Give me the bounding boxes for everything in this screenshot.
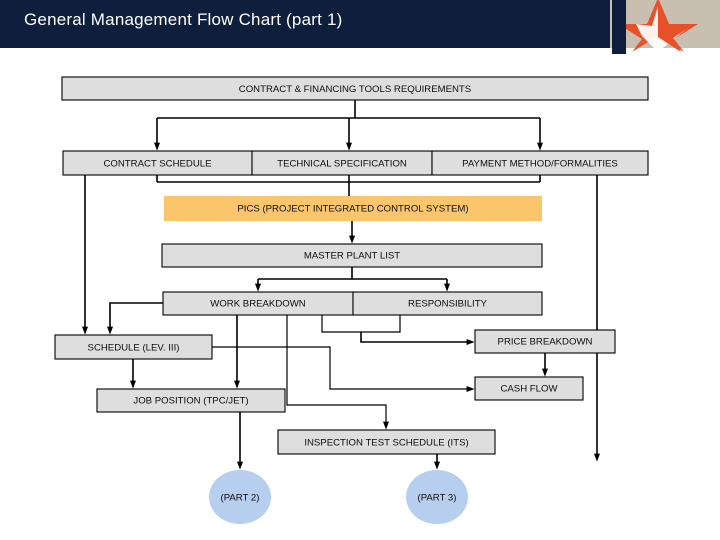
node-label: (PART 2)	[221, 493, 260, 504]
node-work-breakdown[interactable]: WORK BREAKDOWN	[162, 291, 354, 316]
flow-chart: CONTRACT & FINANCING TOOLS REQUIREMENTS …	[54, 76, 649, 524]
node-label: SCHEDULE (LEV. III)	[88, 343, 180, 354]
node-part2[interactable]: (PART 2)	[209, 470, 271, 524]
node-price-breakdown[interactable]: PRICE BREAKDOWN	[474, 329, 616, 354]
node-contract-financing-tools-requirements[interactable]: CONTRACT & FINANCING TOOLS REQUIREMENTS	[61, 76, 649, 101]
node-label: WORK BREAKDOWN	[210, 299, 305, 310]
node-payment-method-formalities[interactable]: PAYMENT METHOD/FORMALITIES	[431, 150, 649, 176]
edge-bracket-to-price-breakdown	[360, 332, 475, 346]
node-label: INSPECTION TEST SCHEDULE (ITS)	[304, 438, 468, 449]
node-label: CONTRACT & FINANCING TOOLS REQUIREMENTS	[239, 84, 471, 95]
node-part3[interactable]: (PART 3)	[406, 470, 468, 524]
node-label: (PART 3)	[418, 493, 457, 504]
node-label: PICS (PROJECT INTEGRATED CONTROL SYSTEM)	[237, 204, 468, 215]
node-responsibility[interactable]: RESPONSIBILITY	[352, 291, 543, 316]
node-label: JOB POSITION (TPC/JET)	[133, 396, 248, 407]
node-label: PRICE BREAKDOWN	[498, 337, 593, 348]
node-contract-schedule[interactable]: CONTRACT SCHEDULE	[62, 150, 253, 176]
edge-work-breakdown-to-its	[286, 315, 389, 430]
connector-layer	[81, 100, 600, 470]
node-label: TECHNICAL SPECIFICATION	[277, 159, 407, 170]
node-inspection-test-schedule[interactable]: INSPECTION TEST SCHEDULE (ITS)	[277, 429, 496, 455]
node-cash-flow[interactable]: CASH FLOW	[474, 376, 584, 401]
node-label: CASH FLOW	[500, 384, 558, 395]
node-layer: CONTRACT & FINANCING TOOLS REQUIREMENTS …	[54, 76, 649, 524]
edge-wb-resp-bracket	[321, 315, 401, 333]
node-label: MASTER PLANT LIST	[304, 251, 400, 262]
node-label: RESPONSIBILITY	[408, 299, 488, 310]
title-bar	[0, 0, 720, 48]
page-title: General Management Flow Chart (part 1)	[24, 10, 343, 29]
node-technical-specification[interactable]: TECHNICAL SPECIFICATION	[251, 150, 433, 176]
edge-work-breakdown-to-schedule-lev3	[106, 302, 163, 335]
node-label: PAYMENT METHOD/FORMALITIES	[462, 159, 618, 170]
node-master-plant-list[interactable]: MASTER PLANT LIST	[161, 243, 543, 268]
node-label: CONTRACT SCHEDULE	[103, 159, 211, 170]
footer-rule	[0, 538, 720, 540]
node-job-position[interactable]: JOB POSITION (TPC/JET)	[96, 388, 286, 413]
node-schedule-lev3[interactable]: SCHEDULE (LEV. III)	[54, 334, 213, 360]
edge-schedule-lev3-to-cash-flow	[212, 346, 475, 393]
node-pics[interactable]: PICS (PROJECT INTEGRATED CONTROL SYSTEM)	[164, 196, 542, 221]
star-logo-icon	[612, 0, 708, 54]
